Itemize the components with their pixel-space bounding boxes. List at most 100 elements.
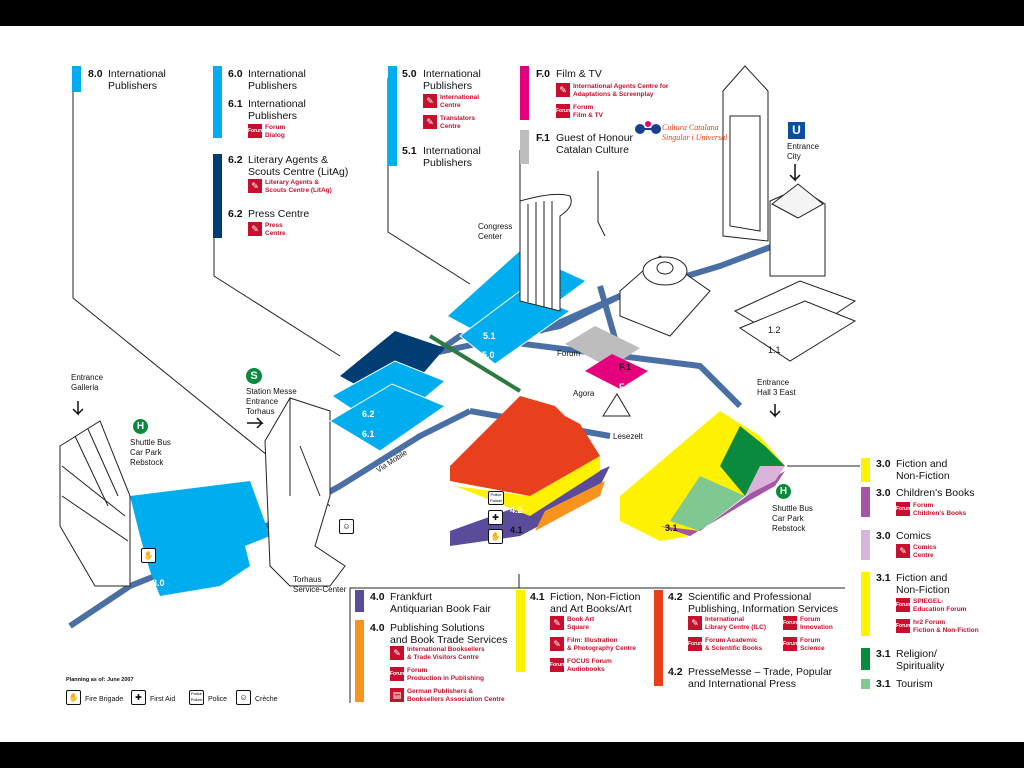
forum-icon: Forum bbox=[783, 637, 799, 651]
hall-f0-shape bbox=[585, 354, 648, 389]
first-aid-map-icon: ✚ bbox=[488, 510, 503, 525]
bar-6-0-6-1 bbox=[213, 66, 222, 138]
entrance-city-label: Entrance City bbox=[787, 142, 820, 161]
h40b-sub1: International Booksellers & Trade Visito… bbox=[407, 646, 485, 661]
map-label-3-1: 3.1 bbox=[665, 523, 678, 533]
shuttle-left-icon: H bbox=[133, 419, 148, 434]
legend-police: Police bbox=[208, 696, 228, 703]
pen-icon: ✎ bbox=[248, 222, 262, 236]
congress-building bbox=[519, 193, 572, 312]
station-label: Station Messe Entrance Torhaus bbox=[246, 387, 297, 416]
h50-sub2: Translators Centre bbox=[440, 115, 476, 130]
bar-4-1 bbox=[516, 590, 525, 672]
forum-icon: Forum bbox=[556, 104, 572, 118]
h41-num: 4.1 bbox=[530, 591, 545, 603]
h62b-num: 6.2 bbox=[228, 208, 243, 220]
h31a-sub2: hr2 Forum Fiction & Non-Fiction bbox=[913, 619, 979, 634]
forum-icon: Forum bbox=[896, 619, 912, 633]
h30a-text: Fiction and Non-Fiction bbox=[896, 458, 950, 482]
h62b-text: Press Centre bbox=[248, 208, 310, 220]
galleria-building bbox=[59, 420, 131, 587]
bar-3-1-fiction bbox=[861, 572, 870, 636]
forum-label: Forum bbox=[557, 349, 581, 358]
fair-map: 5.1 5.0 6.2 6.1 6.0 F.1 F.0 4.2 4.1 4.0 … bbox=[0, 26, 1024, 742]
h51-num: 5.1 bbox=[402, 145, 417, 157]
forum-icon: Forum bbox=[248, 124, 264, 138]
police-map-icon: Police Polizei bbox=[488, 491, 504, 505]
hall-3-comics-shape bbox=[745, 466, 785, 496]
pen-icon: ✎ bbox=[550, 637, 564, 651]
forum-icon: Forum bbox=[896, 502, 912, 516]
h42b-text: PresseMesse – Trade, Popular and Interna… bbox=[688, 666, 833, 690]
pen-icon: ✎ bbox=[390, 646, 404, 660]
creche-icon: ☺ bbox=[236, 690, 251, 705]
hall-4-2-shape bbox=[450, 396, 600, 496]
bar-4-0-purple bbox=[355, 590, 364, 612]
h62b-sub: Press Centre bbox=[265, 222, 286, 237]
green-walkway bbox=[428, 334, 522, 393]
h42a-sub2: Forum Academic & Scientific Books bbox=[705, 637, 763, 652]
h30b-text: Children's Books bbox=[896, 487, 975, 499]
map-label-6-2: 6.2 bbox=[362, 409, 375, 419]
first-aid-icon: ✚ bbox=[131, 690, 146, 705]
hall-3-religion-shape bbox=[720, 426, 785, 496]
h30c-num: 3.0 bbox=[876, 530, 891, 542]
map-label-1-1: 1.1 bbox=[768, 345, 781, 355]
hF0-num: F.0 bbox=[536, 68, 551, 80]
torhaus-label: Torhaus Service-Center bbox=[293, 575, 347, 594]
bar-8-0 bbox=[72, 66, 81, 92]
h62a-text: Literary Agents & Scouts Centre (LitAg) bbox=[248, 154, 349, 178]
h41-text: Fiction, Non-Fiction and Art Books/Art bbox=[550, 591, 641, 615]
forum-icon: Forum bbox=[550, 658, 566, 672]
pen-icon: ✎ bbox=[423, 94, 437, 108]
legend-creche: Crèche bbox=[255, 696, 278, 703]
h40b-num: 4.0 bbox=[370, 622, 385, 634]
h31b-text: Religion/ Spirituality bbox=[896, 648, 945, 672]
h31c-num: 3.1 bbox=[876, 678, 891, 690]
hall-4-1-shape bbox=[455, 456, 600, 516]
h62a-sub: Literary Agents & Scouts Centre (LitAg) bbox=[265, 179, 332, 194]
h41-sub1: Book Art Square bbox=[567, 616, 595, 631]
map-label-8-0: 8.0 bbox=[152, 578, 165, 588]
h30c-sub: Comics Centre bbox=[913, 544, 937, 559]
messeturm-building bbox=[722, 65, 826, 277]
h42a-text: Scientific and Professional Publishing, … bbox=[688, 591, 838, 615]
forum-icon: Forum bbox=[783, 616, 799, 630]
torhaus-building bbox=[264, 397, 346, 587]
forum-icon: Forum bbox=[390, 667, 406, 681]
creche-map-icon: ☺ bbox=[339, 519, 354, 534]
hall-4-0-orange-shape bbox=[535, 481, 605, 531]
h31a-sub1: SPIEGEL- Education Forum bbox=[913, 598, 967, 613]
h80-num: 8.0 bbox=[88, 68, 103, 80]
map-canvas bbox=[59, 65, 860, 629]
pen-icon: ✎ bbox=[550, 616, 564, 630]
agora-label: Agora bbox=[573, 389, 595, 398]
map-label-5-1: 5.1 bbox=[483, 331, 496, 341]
map-label-4-0: 4.0 bbox=[510, 544, 523, 554]
bar-3-1-religion bbox=[861, 648, 870, 670]
pen-icon: ✎ bbox=[556, 83, 570, 97]
h31a-num: 3.1 bbox=[876, 572, 891, 584]
hall-6-0-shape bbox=[329, 383, 447, 452]
h60-num: 6.0 bbox=[228, 68, 243, 80]
h40a-text: Frankfurt Antiquarian Book Fair bbox=[390, 591, 491, 615]
bar-3-0-fiction bbox=[861, 458, 870, 482]
map-label-4-2: 4.2 bbox=[510, 505, 523, 515]
bar-3-1-tourism bbox=[861, 679, 870, 689]
lesezelt-tent bbox=[602, 393, 631, 417]
map-label-1-2: 1.2 bbox=[768, 325, 781, 335]
map-label-4-1: 4.1 bbox=[510, 525, 523, 535]
hall-1-building bbox=[733, 280, 857, 362]
entrance-hall3-label: Entrance Hall 3 East bbox=[757, 378, 796, 397]
pen-icon: ✎ bbox=[896, 544, 910, 558]
h42b-num: 4.2 bbox=[668, 666, 683, 678]
shuttle-left-label: Shuttle Bus Car Park Rebstock bbox=[130, 438, 171, 467]
bar-4-0-orange bbox=[355, 620, 364, 702]
h61-sub: Forum Dialog bbox=[265, 124, 286, 139]
lesezelt-label: Lesezelt bbox=[613, 432, 643, 441]
bar-f1 bbox=[520, 130, 529, 164]
congress-label: Congress Center bbox=[478, 222, 513, 241]
entrance-galleria-label: Entrance Galleria bbox=[71, 373, 104, 392]
bar-6-2 bbox=[213, 154, 222, 238]
map-label-6-1: 6.1 bbox=[362, 429, 375, 439]
